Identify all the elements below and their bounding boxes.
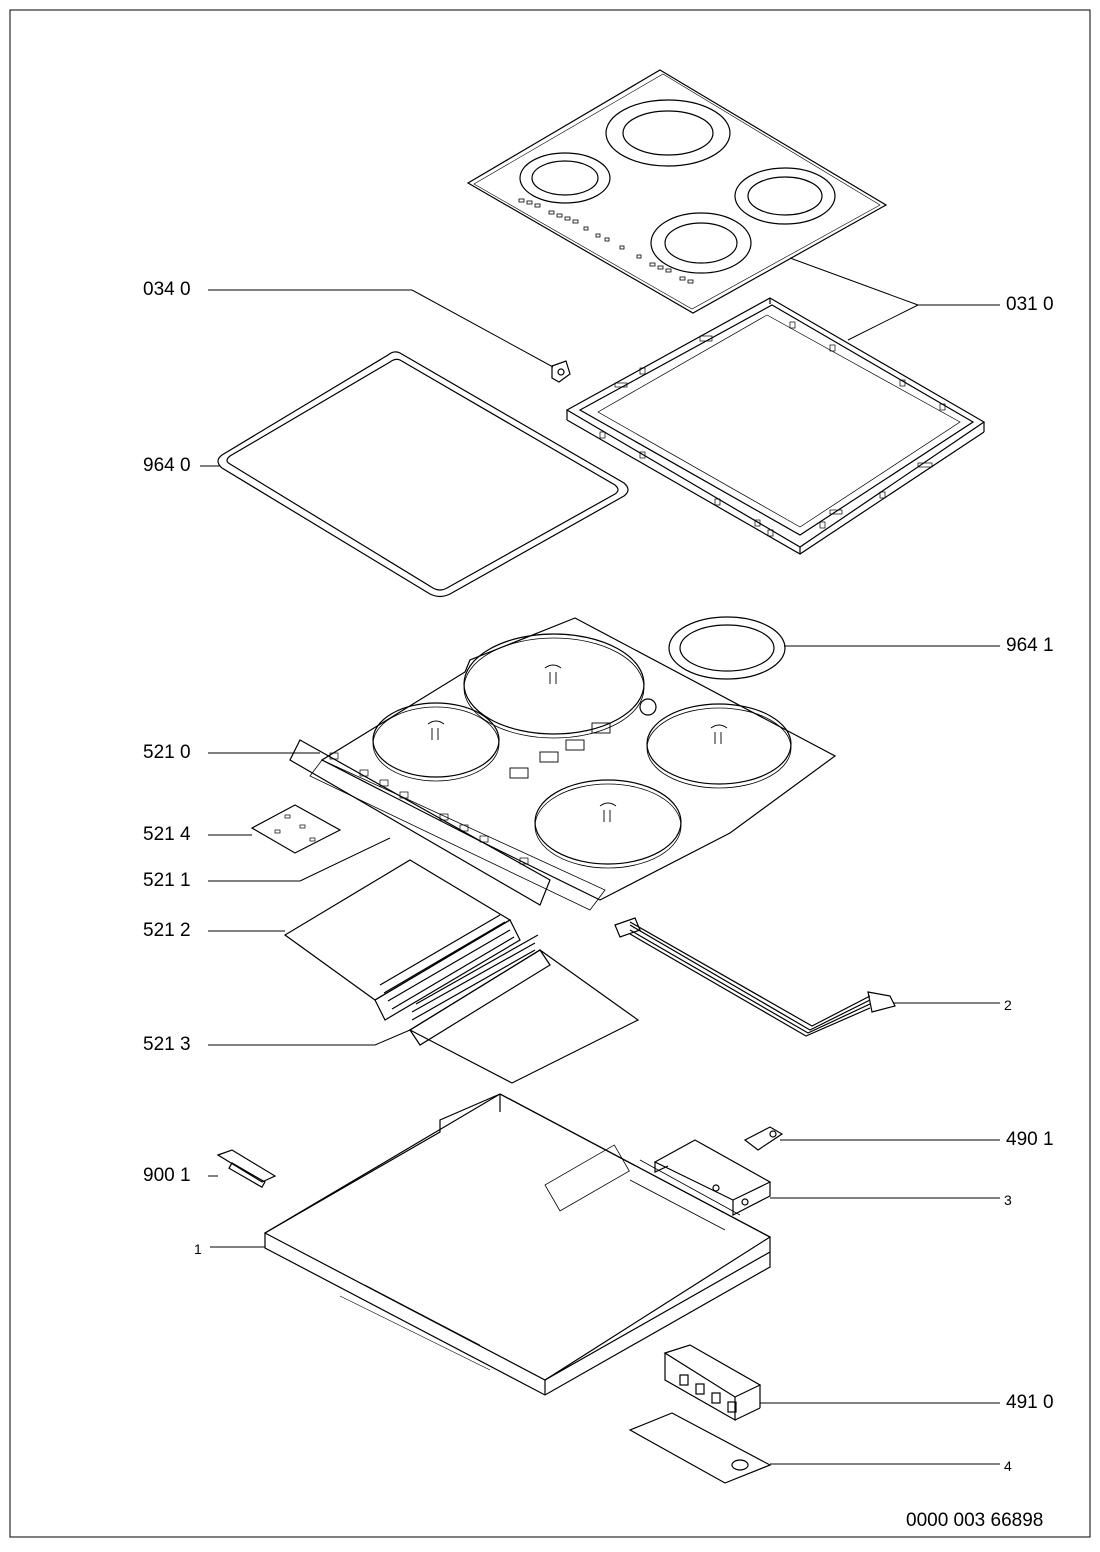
part-label-521-2: 521 2 [143,920,191,941]
heating-element-plate [320,617,837,901]
part-label-4: 4 [1004,1458,1012,1474]
part-label-1: 1 [194,1241,202,1257]
cooktop-frame [565,297,986,555]
part-label-521-1: 521 1 [143,870,191,891]
part-label-3: 3 [1004,1192,1012,1208]
part-label-964-0: 964 0 [143,455,191,476]
power-module-lower [408,934,640,1084]
terminal-block [663,1344,762,1422]
leader-lines [200,257,1000,1465]
part-label-900-1: 900 1 [143,1165,191,1186]
cover-plate [628,1412,772,1484]
bottom-housing [263,1093,772,1396]
part-label-034-0: 034 0 [143,279,191,300]
frame-seal [217,351,629,598]
mounting-bracket [653,1139,772,1216]
part-label-2: 2 [1004,997,1012,1013]
small-bracket [743,1126,784,1151]
part-label-521-4: 521 4 [143,824,191,845]
glass-ceramic-top [466,69,888,314]
document-number: 0000 003 66898 [906,1510,1044,1531]
ribbon-cable [614,917,896,1037]
part-label-521-0: 521 0 [143,742,191,763]
part-label-521-3: 521 3 [143,1034,191,1055]
terminal-connector [216,1149,277,1189]
fixing-clip [551,360,571,383]
power-module-upper [283,859,521,1021]
part-label-964-1: 964 1 [1006,635,1054,656]
part-label-490-1: 490 1 [1006,1129,1054,1150]
part-label-491-0: 491 0 [1006,1392,1054,1413]
drawing-frame [9,9,1091,1538]
part-label-031-0: 031 0 [1006,294,1054,315]
small-circuit-board [250,804,342,854]
ring-seal [668,616,786,680]
